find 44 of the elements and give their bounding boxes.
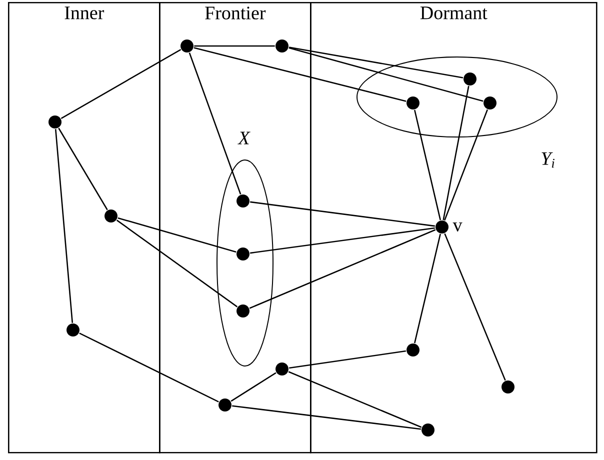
vertex-dot	[104, 210, 118, 222]
vertex-dot	[422, 424, 434, 436]
vertex-dot	[276, 362, 288, 376]
vertex-dot	[276, 40, 288, 52]
vertex-dot	[406, 96, 420, 110]
edge	[230, 372, 276, 402]
vertex-dot	[436, 220, 448, 234]
edge	[194, 47, 406, 102]
edge	[414, 234, 441, 344]
edge	[188, 52, 242, 194]
edge	[288, 46, 464, 78]
edge	[58, 128, 108, 210]
vertex-label: v	[452, 222, 462, 232]
vertex-dot	[236, 304, 250, 318]
edge	[249, 229, 436, 309]
edge	[250, 201, 435, 227]
vertex-dot	[66, 324, 80, 336]
edge	[116, 220, 238, 308]
vertex-dot	[502, 380, 514, 394]
vertex-dot	[218, 398, 232, 412]
vertex-dot	[236, 194, 250, 208]
vertex-dot	[48, 116, 62, 128]
node-label: X	[238, 132, 250, 144]
vertex-dot	[406, 344, 420, 356]
edge	[60, 49, 182, 119]
edge	[288, 47, 484, 102]
edge	[288, 350, 406, 369]
edge	[444, 109, 488, 221]
vertex-dot	[464, 72, 476, 86]
edge	[250, 227, 436, 254]
vertex-dot	[484, 96, 496, 110]
edge	[288, 371, 422, 428]
edge	[194, 45, 275, 47]
edge	[118, 217, 236, 253]
edge	[444, 233, 506, 381]
band: Inner	[8, 2, 160, 454]
edge	[54, 129, 74, 323]
edge	[442, 86, 470, 220]
vertex-dot	[180, 40, 194, 52]
edge	[79, 332, 219, 402]
edge	[232, 405, 421, 430]
vertex-dot	[236, 248, 250, 260]
node-label: Y$_{i}$	[542, 152, 554, 168]
edge	[414, 110, 442, 220]
